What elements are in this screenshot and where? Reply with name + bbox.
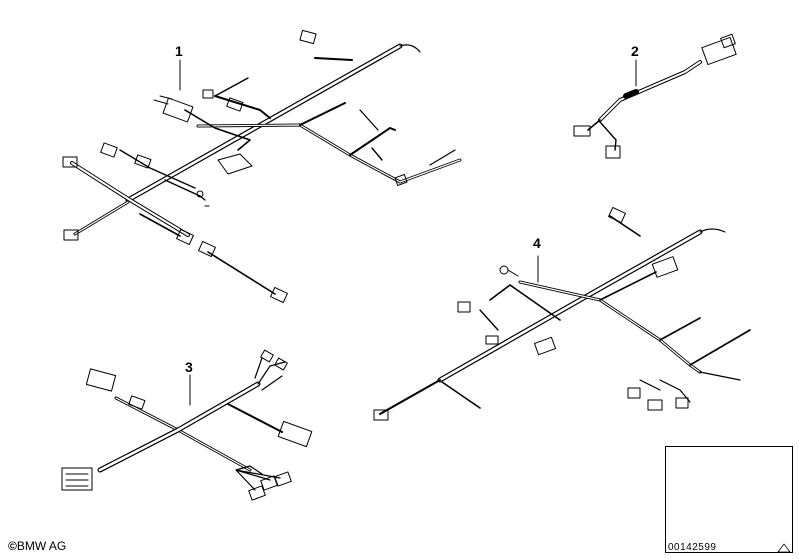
callout-1: 1 — [175, 43, 183, 59]
harness-4 — [373, 207, 751, 421]
reference-thumbnail-frame — [665, 446, 793, 553]
callout-2: 2 — [631, 43, 639, 59]
harness-2 — [573, 33, 737, 159]
reference-number: 00142599 — [668, 542, 717, 553]
copyright-notice: ©BMW AG — [8, 539, 66, 553]
copyright-text: BMW AG — [16, 539, 67, 553]
warning-triangle-icon — [777, 543, 791, 553]
harness-3 — [61, 349, 313, 501]
callout-4: 4 — [533, 235, 541, 251]
callout-3: 3 — [185, 359, 193, 375]
copyright-symbol: © — [8, 539, 17, 553]
harness-1 — [62, 29, 462, 303]
